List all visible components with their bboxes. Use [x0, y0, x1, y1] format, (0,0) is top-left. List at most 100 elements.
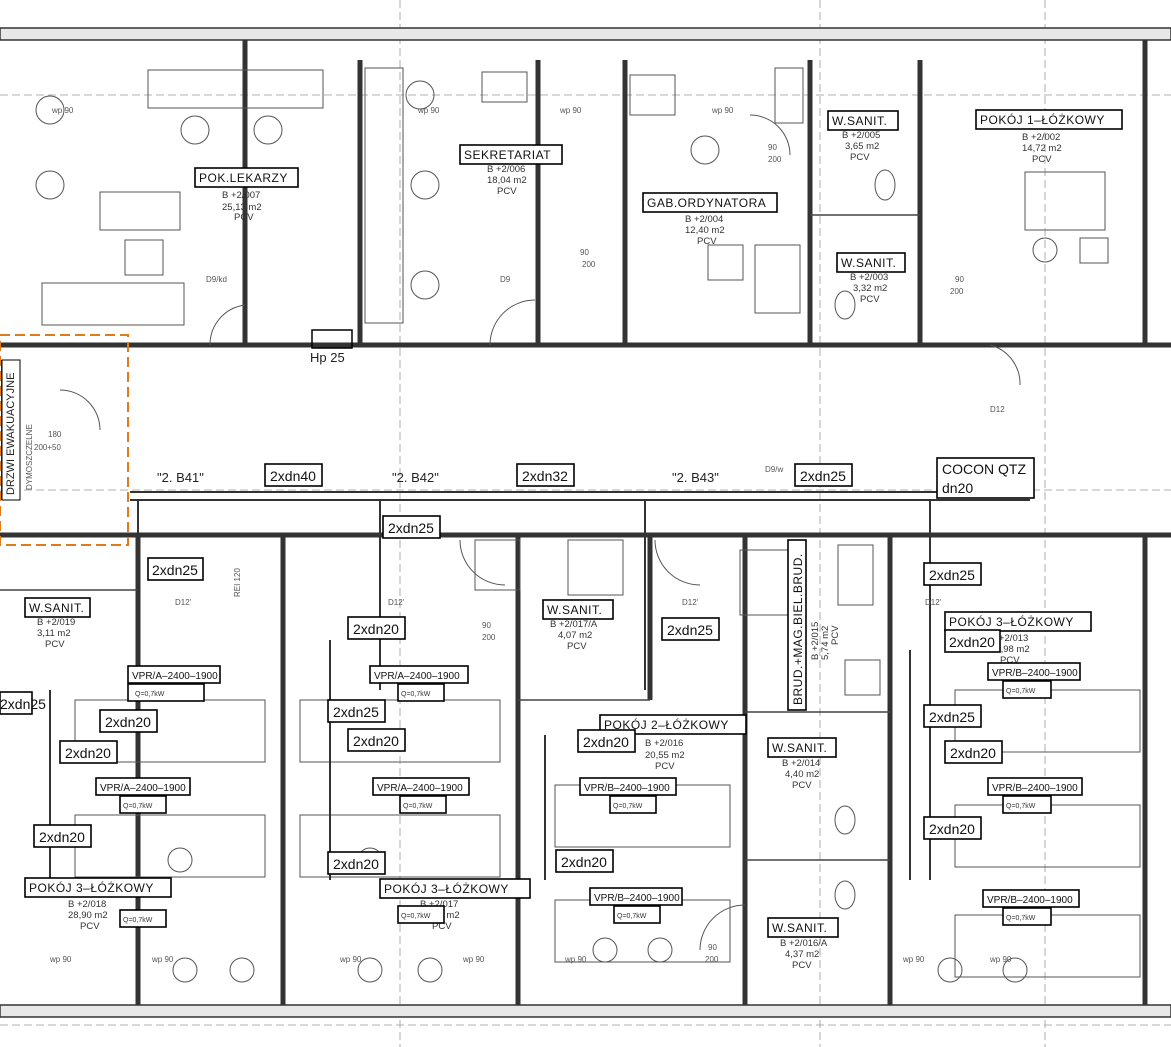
- svg-text:2xdn20: 2xdn20: [39, 829, 85, 845]
- pipe-tag: 2xdn20: [577, 729, 636, 753]
- pipe-tag: 2xdn32: [516, 463, 575, 487]
- room-label: W.SANIT. B +2/014 4,40 m2 PCV: [767, 737, 837, 791]
- wp-label: wp 90: [559, 106, 582, 115]
- svg-text:2xdn40: 2xdn40: [270, 468, 316, 484]
- pipe-tags: 2xdn40 2xdn32 2xdn25 2xdn25 2xdn25 2xdn2…: [0, 457, 1035, 875]
- evac-door-label: DRZWI EWAKUACYJNE: [5, 373, 17, 495]
- svg-text:Q=0,7kW: Q=0,7kW: [1006, 688, 1036, 695]
- room-label: W.SANIT. B +2/003 3,32 m2 PCV: [836, 252, 906, 305]
- pipe-tag: 2xdn20: [944, 740, 1003, 764]
- svg-text:2xdn25: 2xdn25: [0, 696, 46, 712]
- room-label: W.SANIT. B +2/016/A 4,37 m2 PCV: [767, 917, 839, 971]
- door-width: 90: [482, 621, 491, 630]
- svg-text:28,98 m2: 28,98 m2: [990, 644, 1030, 655]
- svg-text:Q=0,7kW: Q=0,7kW: [1006, 915, 1036, 922]
- svg-text:2xdn25: 2xdn25: [929, 567, 975, 583]
- svg-text:B +2/017/A: B +2/017/A: [550, 619, 598, 630]
- svg-text:4,40 m2: 4,40 m2: [785, 769, 819, 780]
- svg-text:B +2/017: B +2/017: [420, 899, 458, 910]
- svg-text:Q=0,7kW: Q=0,7kW: [613, 803, 643, 810]
- pipe-tag: 2xdn25: [661, 617, 720, 641]
- svg-text:PCV: PCV: [432, 921, 452, 932]
- svg-text:Q=0,7kW: Q=0,7kW: [135, 691, 165, 698]
- pipe-tag: 2xdn20: [944, 629, 1001, 653]
- svg-text:3,11 m2: 3,11 m2: [37, 628, 71, 639]
- svg-text:VPR/A–2400–1900: VPR/A–2400–1900: [132, 671, 218, 682]
- svg-text:dn20: dn20: [942, 480, 973, 496]
- riser-label: "2. B42": [392, 470, 439, 485]
- door-width: 90: [768, 143, 777, 152]
- svg-text:Q=0,7kW: Q=0,7kW: [403, 803, 433, 810]
- svg-text:VPR/A–2400–1900: VPR/A–2400–1900: [374, 671, 460, 682]
- svg-text:SEKRETARIAT: SEKRETARIAT: [464, 148, 551, 162]
- wp-label: wp 90: [711, 106, 734, 115]
- svg-text:W.SANIT.: W.SANIT.: [841, 256, 896, 270]
- door-height: 200: [705, 955, 719, 964]
- pipe-tag: 2xdn20: [59, 740, 118, 764]
- svg-text:25,13 m2: 25,13 m2: [222, 202, 262, 213]
- svg-text:BRUD.+MAG.BIEL.BRUD.: BRUD.+MAG.BIEL.BRUD.: [791, 553, 805, 705]
- svg-text:W.SANIT.: W.SANIT.: [547, 603, 602, 617]
- svg-text:Q=0,7kW: Q=0,7kW: [123, 917, 153, 924]
- pipe-tag: 2xdn20: [327, 851, 386, 875]
- room-label: SEKRETARIAT B +2/006 18,04 m2 PCV: [459, 144, 563, 197]
- svg-text:PCV: PCV: [234, 212, 254, 223]
- pipe-tag: 2xdn25: [147, 557, 204, 581]
- svg-text:3,32 m2: 3,32 m2: [853, 283, 887, 294]
- svg-text:PCV: PCV: [850, 152, 870, 163]
- svg-text:POKÓJ 3–ŁÓŻKOWY: POKÓJ 3–ŁÓŻKOWY: [29, 880, 154, 895]
- evacuation-zone: DRZWI EWAKUACYJNE DYMOSZCZELNE 180 200+5…: [0, 334, 129, 546]
- pipe-tag: 2xdn20: [555, 849, 614, 873]
- svg-text:B +2/018: B +2/018: [68, 899, 106, 910]
- svg-text:2xdn20: 2xdn20: [561, 854, 607, 870]
- svg-text:POKÓJ 3–ŁÓŻKOWY: POKÓJ 3–ŁÓŻKOWY: [949, 614, 1074, 629]
- riser-label: "2. B41": [157, 470, 204, 485]
- radiator-tag: Q=0,7kW: [397, 905, 445, 924]
- svg-text:14,72 m2: 14,72 m2: [1022, 143, 1062, 154]
- wp-label: wp 90: [51, 106, 74, 115]
- pipe-tag: 2xdn40: [264, 463, 323, 487]
- door-swings: [59, 114, 1021, 951]
- svg-text:VPR/B–2400–1900: VPR/B–2400–1900: [987, 895, 1073, 906]
- fire-rating: REI 120: [233, 568, 242, 597]
- svg-text:POKÓJ 3–ŁÓŻKOWY: POKÓJ 3–ŁÓŻKOWY: [384, 881, 509, 896]
- room-label: POK.LEKARZY B +2/007 25,13 m2 PCV: [194, 167, 299, 223]
- svg-text:PCV: PCV: [45, 639, 65, 650]
- svg-text:B +2/014: B +2/014: [782, 758, 820, 769]
- wp-label: wp 90: [902, 955, 925, 964]
- svg-text:B +2/015: B +2/015: [810, 622, 821, 660]
- svg-text:PCV: PCV: [830, 625, 841, 645]
- svg-text:2xdn25: 2xdn25: [152, 562, 198, 578]
- svg-text:W.SANIT.: W.SANIT.: [772, 741, 827, 755]
- svg-text:POK.LEKARZY: POK.LEKARZY: [199, 171, 288, 185]
- svg-text:12,40 m2: 12,40 m2: [685, 225, 725, 236]
- door-width: 90: [580, 248, 589, 257]
- door-width: 90: [708, 943, 717, 952]
- svg-text:2xdn20: 2xdn20: [929, 821, 975, 837]
- svg-text:PCV: PCV: [497, 186, 517, 197]
- svg-text:Q=0,7kW: Q=0,7kW: [123, 803, 153, 810]
- door-tag: D12: [990, 405, 1005, 414]
- svg-text:B +2/005: B +2/005: [842, 130, 880, 141]
- wp-label: wp 90: [417, 106, 440, 115]
- svg-text:PCV: PCV: [792, 960, 812, 971]
- pipe-tag: 2xdn25: [327, 699, 386, 723]
- door-tag: D12': [682, 598, 699, 607]
- svg-text:GAB.ORDYNATORA: GAB.ORDYNATORA: [647, 196, 766, 210]
- svg-text:Q=0,7kW: Q=0,7kW: [401, 691, 431, 698]
- svg-text:4,07 m2: 4,07 m2: [558, 630, 592, 641]
- svg-text:3,65 m2: 3,65 m2: [845, 141, 879, 152]
- pipe-tag: 2xdn20: [347, 616, 406, 640]
- svg-text:2xdn20: 2xdn20: [333, 856, 379, 872]
- evac-door-sublabel: DYMOSZCZELNE: [25, 424, 34, 490]
- pipe-tag: 2xdn20: [347, 728, 406, 752]
- svg-text:2xdn20: 2xdn20: [949, 634, 995, 650]
- svg-text:PCV: PCV: [860, 294, 880, 305]
- door-tag: D12': [175, 598, 192, 607]
- wp-label: wp 90: [151, 955, 174, 964]
- svg-text:Q=0,7kW: Q=0,7kW: [1006, 803, 1036, 810]
- door-tag: D12': [925, 598, 942, 607]
